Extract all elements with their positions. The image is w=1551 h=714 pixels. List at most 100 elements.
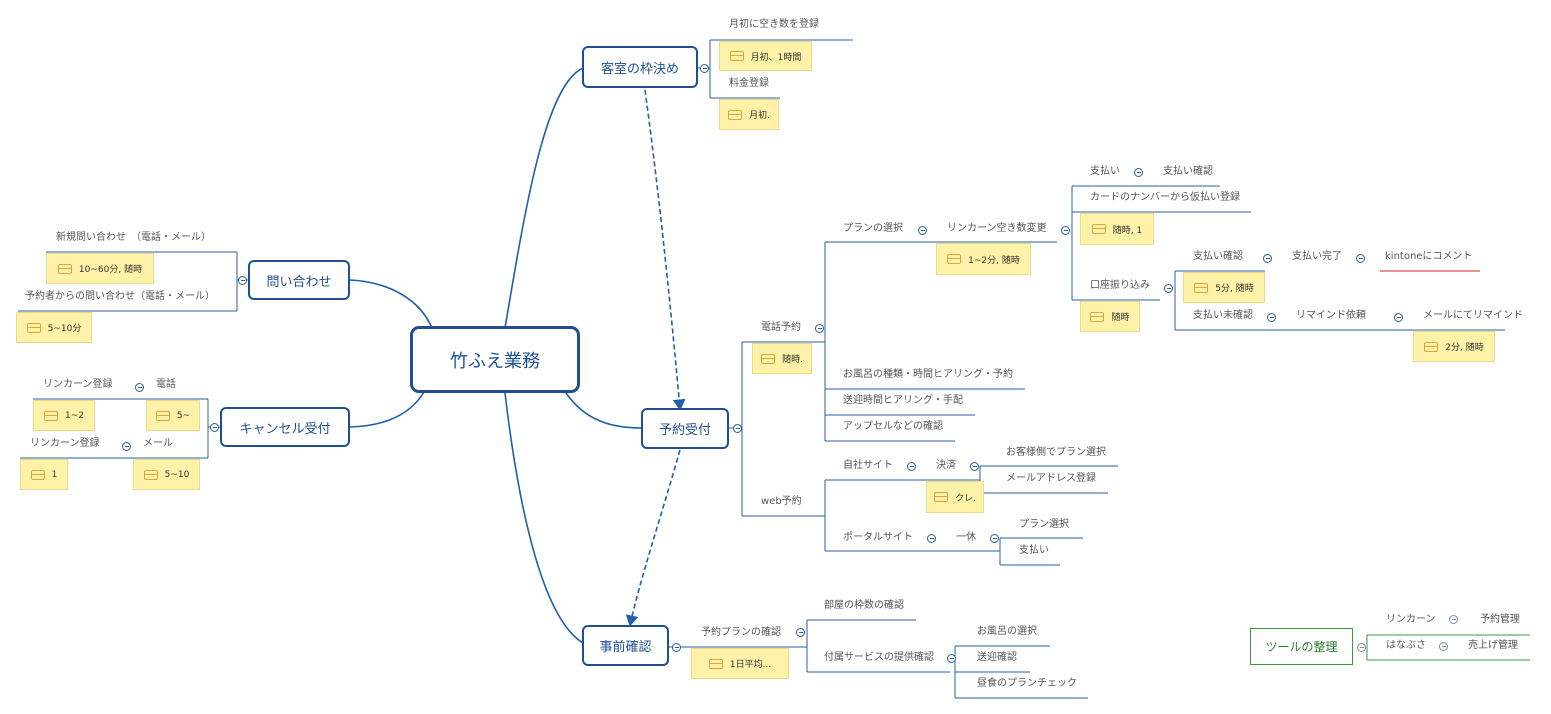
note-icon: [30, 469, 45, 480]
collapse-toggle[interactable]: [210, 423, 219, 432]
note-badge[interactable]: 随時.: [752, 343, 812, 374]
node-label[interactable]: 電話予約: [761, 322, 801, 333]
collapse-toggle[interactable]: [1357, 643, 1366, 652]
topic-yoyaku[interactable]: 予約受付: [641, 408, 729, 449]
collapse-toggle[interactable]: [1134, 168, 1143, 177]
collapse-toggle[interactable]: [1356, 254, 1365, 263]
collapse-toggle[interactable]: [970, 462, 979, 471]
node-label[interactable]: 送迎確認: [977, 652, 1017, 663]
node-label[interactable]: 予約者からの問い合わせ（電話・メール）: [25, 291, 215, 302]
node-label[interactable]: プランの選択: [843, 223, 903, 234]
node-label[interactable]: 支払い確認: [1163, 166, 1213, 177]
node-label[interactable]: 支払い: [1090, 166, 1120, 177]
node-label[interactable]: お風呂の選択: [977, 626, 1037, 637]
collapse-toggle[interactable]: [796, 628, 805, 637]
collapse-toggle[interactable]: [672, 643, 681, 652]
node-label[interactable]: リンカーン: [1386, 614, 1436, 625]
note-icon: [1424, 341, 1439, 352]
node-label[interactable]: 予約管理: [1480, 614, 1520, 625]
collapse-toggle[interactable]: [1061, 226, 1070, 235]
node-label[interactable]: 月初に空き数を登録: [729, 19, 819, 30]
node-label[interactable]: 支払い: [1019, 545, 1049, 556]
collapse-toggle[interactable]: [918, 226, 927, 235]
node-label[interactable]: メールにてリマインド: [1423, 310, 1523, 321]
note-icon: [143, 469, 158, 480]
collapse-toggle[interactable]: [1394, 313, 1403, 322]
node-label[interactable]: 支払い確認: [1193, 251, 1243, 262]
node-label[interactable]: メールアドレス登録: [1006, 473, 1096, 484]
collapse-toggle[interactable]: [815, 324, 824, 333]
node-label[interactable]: 付属サービスの提供確認: [824, 652, 934, 663]
node-label[interactable]: リマインド依頼: [1296, 310, 1366, 321]
note-icon: [1194, 282, 1209, 293]
note-badge[interactable]: 1~2: [33, 400, 95, 431]
note-icon: [761, 353, 776, 364]
note-icon: [947, 254, 962, 264]
note-badge[interactable]: 1~2分, 随時: [936, 243, 1031, 275]
node-label[interactable]: 新規問い合わせ （電話・メール）: [56, 232, 211, 243]
note-badge[interactable]: 5分, 随時: [1183, 272, 1265, 303]
collapse-toggle[interactable]: [1267, 313, 1276, 322]
note-badge[interactable]: 5~10: [133, 459, 200, 490]
note-badge[interactable]: 1日平均...: [691, 648, 789, 679]
collapse-toggle[interactable]: [927, 534, 936, 543]
collapse-toggle[interactable]: [1439, 642, 1448, 651]
node-label[interactable]: 売上げ管理: [1468, 640, 1518, 651]
note-badge[interactable]: 月初、1時間: [719, 41, 812, 71]
node-label[interactable]: 自社サイト: [843, 460, 893, 471]
collapse-toggle[interactable]: [947, 654, 956, 663]
node-label[interactable]: kintoneにコメント: [1385, 251, 1473, 262]
note-badge[interactable]: 10~60分, 随時: [46, 253, 154, 284]
collapse-toggle[interactable]: [990, 534, 999, 543]
note-icon: [1090, 311, 1105, 322]
node-label[interactable]: アップセルなどの確認: [843, 421, 943, 432]
topic-toiawase[interactable]: 問い合わせ: [248, 260, 350, 300]
node-label[interactable]: カードのナンバーから仮払い登録: [1090, 192, 1240, 203]
node-label[interactable]: リンカーン登録: [43, 379, 113, 390]
collapse-toggle[interactable]: [238, 276, 247, 285]
node-label[interactable]: はなぶさ: [1386, 640, 1426, 651]
node-label[interactable]: 送迎時間ヒアリング・手配: [843, 395, 963, 406]
note-badge[interactable]: 月初.: [719, 99, 779, 130]
node-label[interactable]: 昼食のプランチェック: [977, 678, 1077, 689]
note-badge[interactable]: 2分, 随時: [1413, 331, 1495, 362]
node-label[interactable]: リンカーン登録: [30, 438, 100, 449]
node-label[interactable]: 決済: [936, 460, 956, 471]
topic-kyakushitsu[interactable]: 客室の枠決め: [582, 46, 698, 88]
topic-tool[interactable]: ツールの整理: [1250, 628, 1353, 665]
collapse-toggle[interactable]: [907, 462, 916, 471]
node-label[interactable]: 部屋の枠数の確認: [824, 600, 904, 611]
node-label[interactable]: 一休: [956, 532, 976, 543]
node-label[interactable]: リンカーン空き数変更: [947, 223, 1047, 234]
topic-cancel[interactable]: キャンセル受付: [220, 407, 350, 447]
note-badge[interactable]: 随時, 1: [1080, 213, 1154, 245]
note-badge[interactable]: 1: [20, 459, 68, 490]
note-badge[interactable]: 5~10分: [16, 312, 92, 343]
collapse-toggle[interactable]: [122, 442, 131, 451]
node-label[interactable]: 電話: [156, 379, 176, 390]
collapse-toggle[interactable]: [1263, 254, 1272, 263]
node-label[interactable]: 支払い未確認: [1193, 310, 1253, 321]
node-label[interactable]: 料金登録: [729, 78, 769, 89]
node-label[interactable]: メール: [143, 438, 173, 449]
node-label[interactable]: お風呂の種類・時間ヒアリング・予約: [843, 369, 1013, 380]
collapse-toggle[interactable]: [135, 383, 144, 392]
topic-jizen[interactable]: 事前確認: [582, 625, 669, 666]
central-topic[interactable]: 竹ふえ業務: [410, 326, 580, 393]
collapse-toggle[interactable]: [733, 424, 742, 433]
node-label[interactable]: 口座振り込み: [1090, 280, 1150, 291]
note-icon: [57, 263, 72, 274]
node-label[interactable]: お客様側でプラン選択: [1006, 447, 1106, 458]
node-label[interactable]: プラン選択: [1019, 519, 1069, 530]
node-label[interactable]: 予約プランの確認: [701, 627, 781, 638]
node-label[interactable]: 支払い完了: [1292, 251, 1342, 262]
collapse-toggle[interactable]: [1449, 615, 1458, 624]
note-badge[interactable]: クレ.: [926, 481, 984, 513]
note-badge[interactable]: 随時: [1080, 301, 1140, 332]
node-label[interactable]: web予約: [761, 496, 802, 507]
node-label[interactable]: ポータルサイト: [843, 532, 913, 543]
collapse-toggle[interactable]: [1164, 284, 1173, 293]
collapse-toggle[interactable]: [700, 64, 709, 73]
note-badge[interactable]: 5~: [146, 400, 200, 431]
